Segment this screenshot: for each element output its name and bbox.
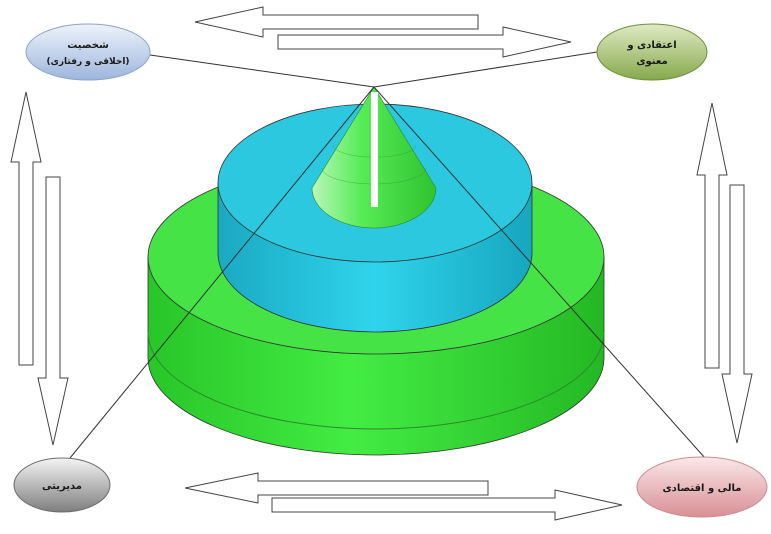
arrow-bottom-left-pointing <box>184 472 489 504</box>
node-personality-subtitle: (اخلاقی و رفتاری) <box>46 57 129 67</box>
node-economic: مالی و اقتصادی <box>636 456 768 518</box>
arrow-left-up-pointing <box>10 91 42 366</box>
node-spiritual: اعتقادی و معنوی <box>596 23 708 81</box>
connector-bottom-left <box>69 86 375 459</box>
arrow-top-left-pointing <box>194 6 479 38</box>
node-personality-title: شخصیت <box>67 40 109 51</box>
connector-top-right <box>373 51 598 88</box>
arrow-bottom-right-pointing <box>271 489 623 521</box>
node-personality: شخصیت (اخلاقی و رفتاری) <box>25 23 151 81</box>
connector-lines <box>69 51 706 459</box>
node-managerial: مدیریتی <box>13 457 111 513</box>
cone <box>311 86 437 229</box>
connector-top-left <box>149 54 375 88</box>
node-managerial-title: مدیریتی <box>42 481 82 492</box>
arrow-right-down-pointing <box>721 184 753 444</box>
connector-bottom-right <box>373 86 706 459</box>
node-spiritual-title: اعتقادی و <box>626 40 676 51</box>
arrow-top-right-pointing <box>277 26 572 58</box>
arrow-left-down-pointing <box>37 176 69 446</box>
arrow-right-up-pointing <box>696 102 728 369</box>
cone-white-bar <box>371 92 378 207</box>
node-spiritual-subtitle: معنوی <box>636 56 667 67</box>
node-economic-title: مالی و اقتصادی <box>663 483 742 494</box>
